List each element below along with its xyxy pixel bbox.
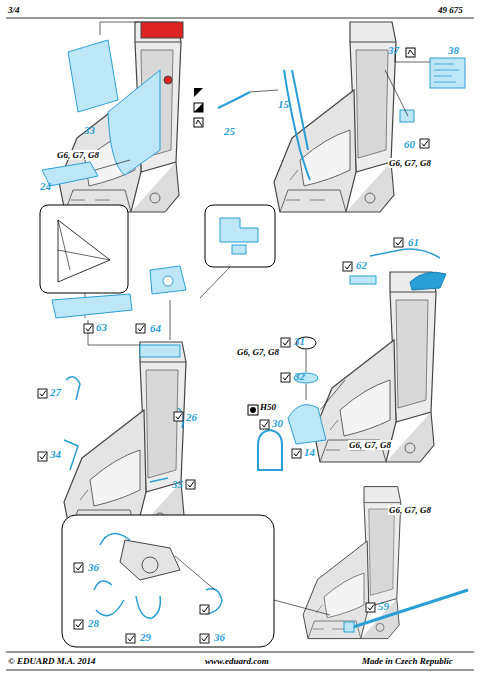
version-label: G6, G7, G8 [56,150,100,160]
callout-number: 25 [224,125,235,137]
callout-number: 14 [304,446,315,458]
callout-number: 29 [140,631,151,643]
callout-number: 27 [50,386,61,398]
callout-number: 60 [404,138,415,150]
callout-number: 63 [96,321,107,333]
callout-number: 38 [448,44,459,56]
page-text: Made in Czech Republic [362,656,453,666]
page-text: © EDUARD M.A. 2014 [8,656,96,666]
page-text: 49 675 [438,5,463,15]
callout-number: 33 [84,124,95,136]
version-label: G6, G7, G8 [236,347,280,357]
callout-number: 28 [88,617,99,629]
page-text: 3/4 [8,5,20,15]
version-label: G6, G7, G8 [388,505,432,515]
callout-number: 37 [388,44,399,56]
callout-number: 30 [272,417,283,429]
callout-number: 59 [378,600,389,612]
callout-number: 36 [214,631,225,643]
version-label: G6, G7, G8 [348,440,392,450]
version-label: G6, G7, G8 [388,158,432,168]
callout-number: 61 [408,236,419,248]
page-text: www.eduard.com [205,656,269,666]
callout-number: 34 [50,448,61,460]
callout-number: 36 [88,561,99,573]
callout-number: 15 [278,98,289,110]
page-text: H50 [260,402,276,412]
callout-number: 32 [294,370,305,382]
callout-number: 35 [172,478,183,490]
callout-number: 24 [40,180,51,192]
callout-number: 31 [294,335,305,347]
callout-number: 26 [186,411,197,423]
callout-number: 62 [356,259,367,271]
callout-number: 64 [150,322,161,334]
